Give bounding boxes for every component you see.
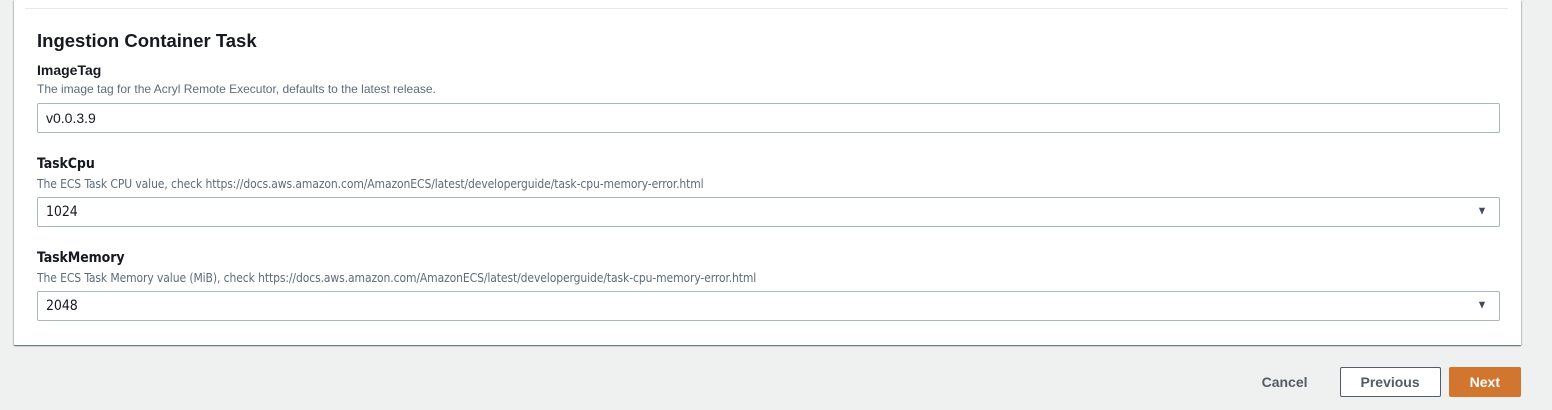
taskmemory-selected-value: 2048 (46, 298, 78, 314)
chevron-down-icon: ▼ (1478, 300, 1485, 311)
previous-button[interactable]: Previous (1339, 367, 1441, 397)
imagetag-input[interactable] (37, 103, 1500, 133)
cancel-button[interactable]: Cancel (1258, 374, 1312, 390)
imagetag-description: The image tag for the Acryl Remote Execu… (37, 82, 436, 96)
taskcpu-selected-value: 1024 (46, 204, 78, 220)
section-divider (25, 8, 1508, 9)
taskmemory-select[interactable]: 2048 ▼ (37, 291, 1500, 321)
parameter-group-title: Ingestion Container Task (37, 30, 257, 51)
next-button[interactable]: Next (1448, 367, 1521, 397)
taskmemory-label: TaskMemory (37, 250, 125, 266)
wizard-actions: Cancel Previous Next (1258, 367, 1521, 397)
chevron-down-icon: ▼ (1478, 206, 1485, 217)
taskcpu-label: TaskCpu (37, 156, 95, 172)
imagetag-label: ImageTag (37, 62, 102, 78)
taskcpu-description: The ECS Task CPU value, check https://do… (37, 177, 704, 191)
taskmemory-description: The ECS Task Memory value (MiB), check h… (37, 271, 757, 285)
taskcpu-select[interactable]: 1024 ▼ (37, 197, 1500, 227)
parameters-card: Ingestion Container Task ImageTag The im… (14, 0, 1521, 345)
